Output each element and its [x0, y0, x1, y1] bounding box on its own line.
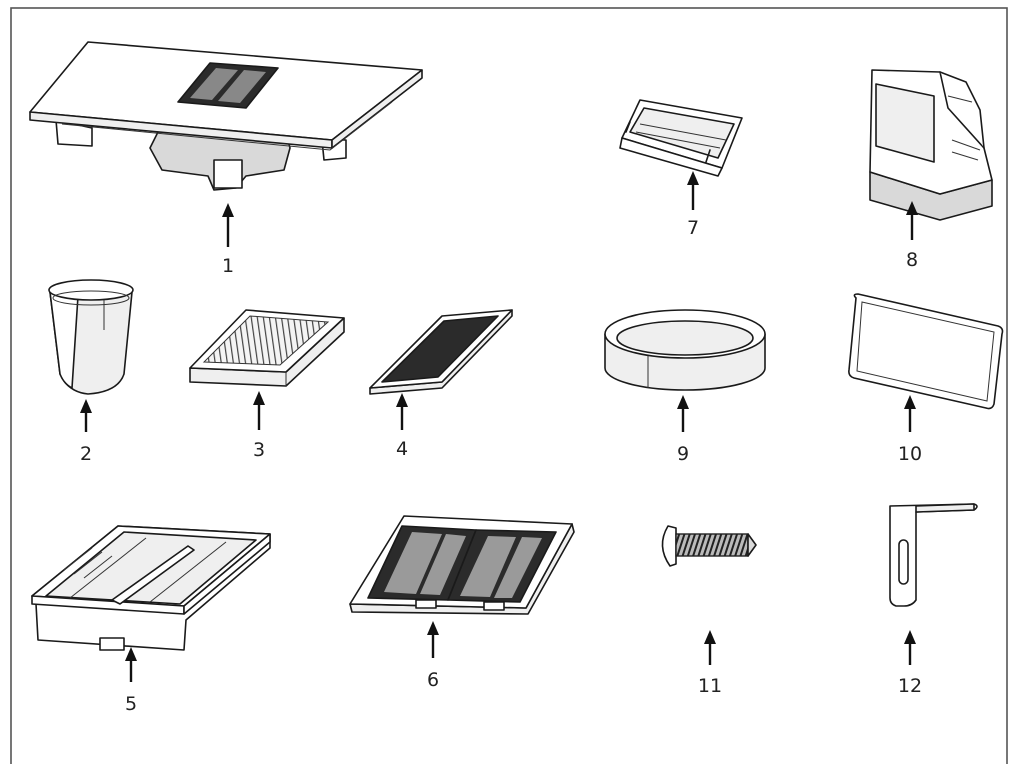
part-label-5: 5	[125, 693, 137, 715]
arrow-12	[904, 630, 916, 665]
part-7-drawing	[619, 99, 743, 177]
part-label-9: 9	[677, 443, 689, 465]
part-label-2: 2	[80, 443, 92, 465]
arrow-1	[222, 203, 234, 247]
arrow-10	[904, 395, 916, 432]
part-label-3: 3	[253, 439, 265, 461]
part-label-7: 7	[687, 217, 699, 239]
arrow-6	[427, 621, 439, 658]
part-label-10: 10	[898, 443, 922, 465]
part-10-drawing	[848, 293, 1004, 410]
arrow-11	[704, 630, 716, 665]
part-2-drawing	[48, 279, 134, 395]
diagram-frame	[10, 7, 1008, 764]
part-label-11: 11	[698, 675, 722, 697]
arrow-9	[677, 395, 689, 432]
part-9-drawing	[604, 309, 766, 391]
arrow-2	[80, 399, 92, 432]
part-6-drawing	[349, 515, 575, 615]
part-label-8: 8	[906, 249, 918, 271]
part-label-12: 12	[898, 675, 922, 697]
arrow-5	[125, 647, 137, 682]
part-11-drawing	[661, 525, 757, 567]
part-3-drawing	[189, 309, 345, 387]
arrow-7	[687, 171, 699, 210]
part-1-drawing	[29, 41, 423, 191]
arrow-3	[253, 391, 265, 430]
part-12-drawing	[889, 503, 978, 607]
part-label-1: 1	[222, 255, 234, 277]
arrow-8	[906, 201, 918, 240]
part-4-drawing	[369, 309, 513, 395]
part-5-drawing	[31, 525, 271, 651]
part-8-drawing	[869, 69, 993, 221]
arrow-4	[396, 393, 408, 430]
part-label-6: 6	[427, 669, 439, 691]
part-label-4: 4	[396, 438, 408, 460]
